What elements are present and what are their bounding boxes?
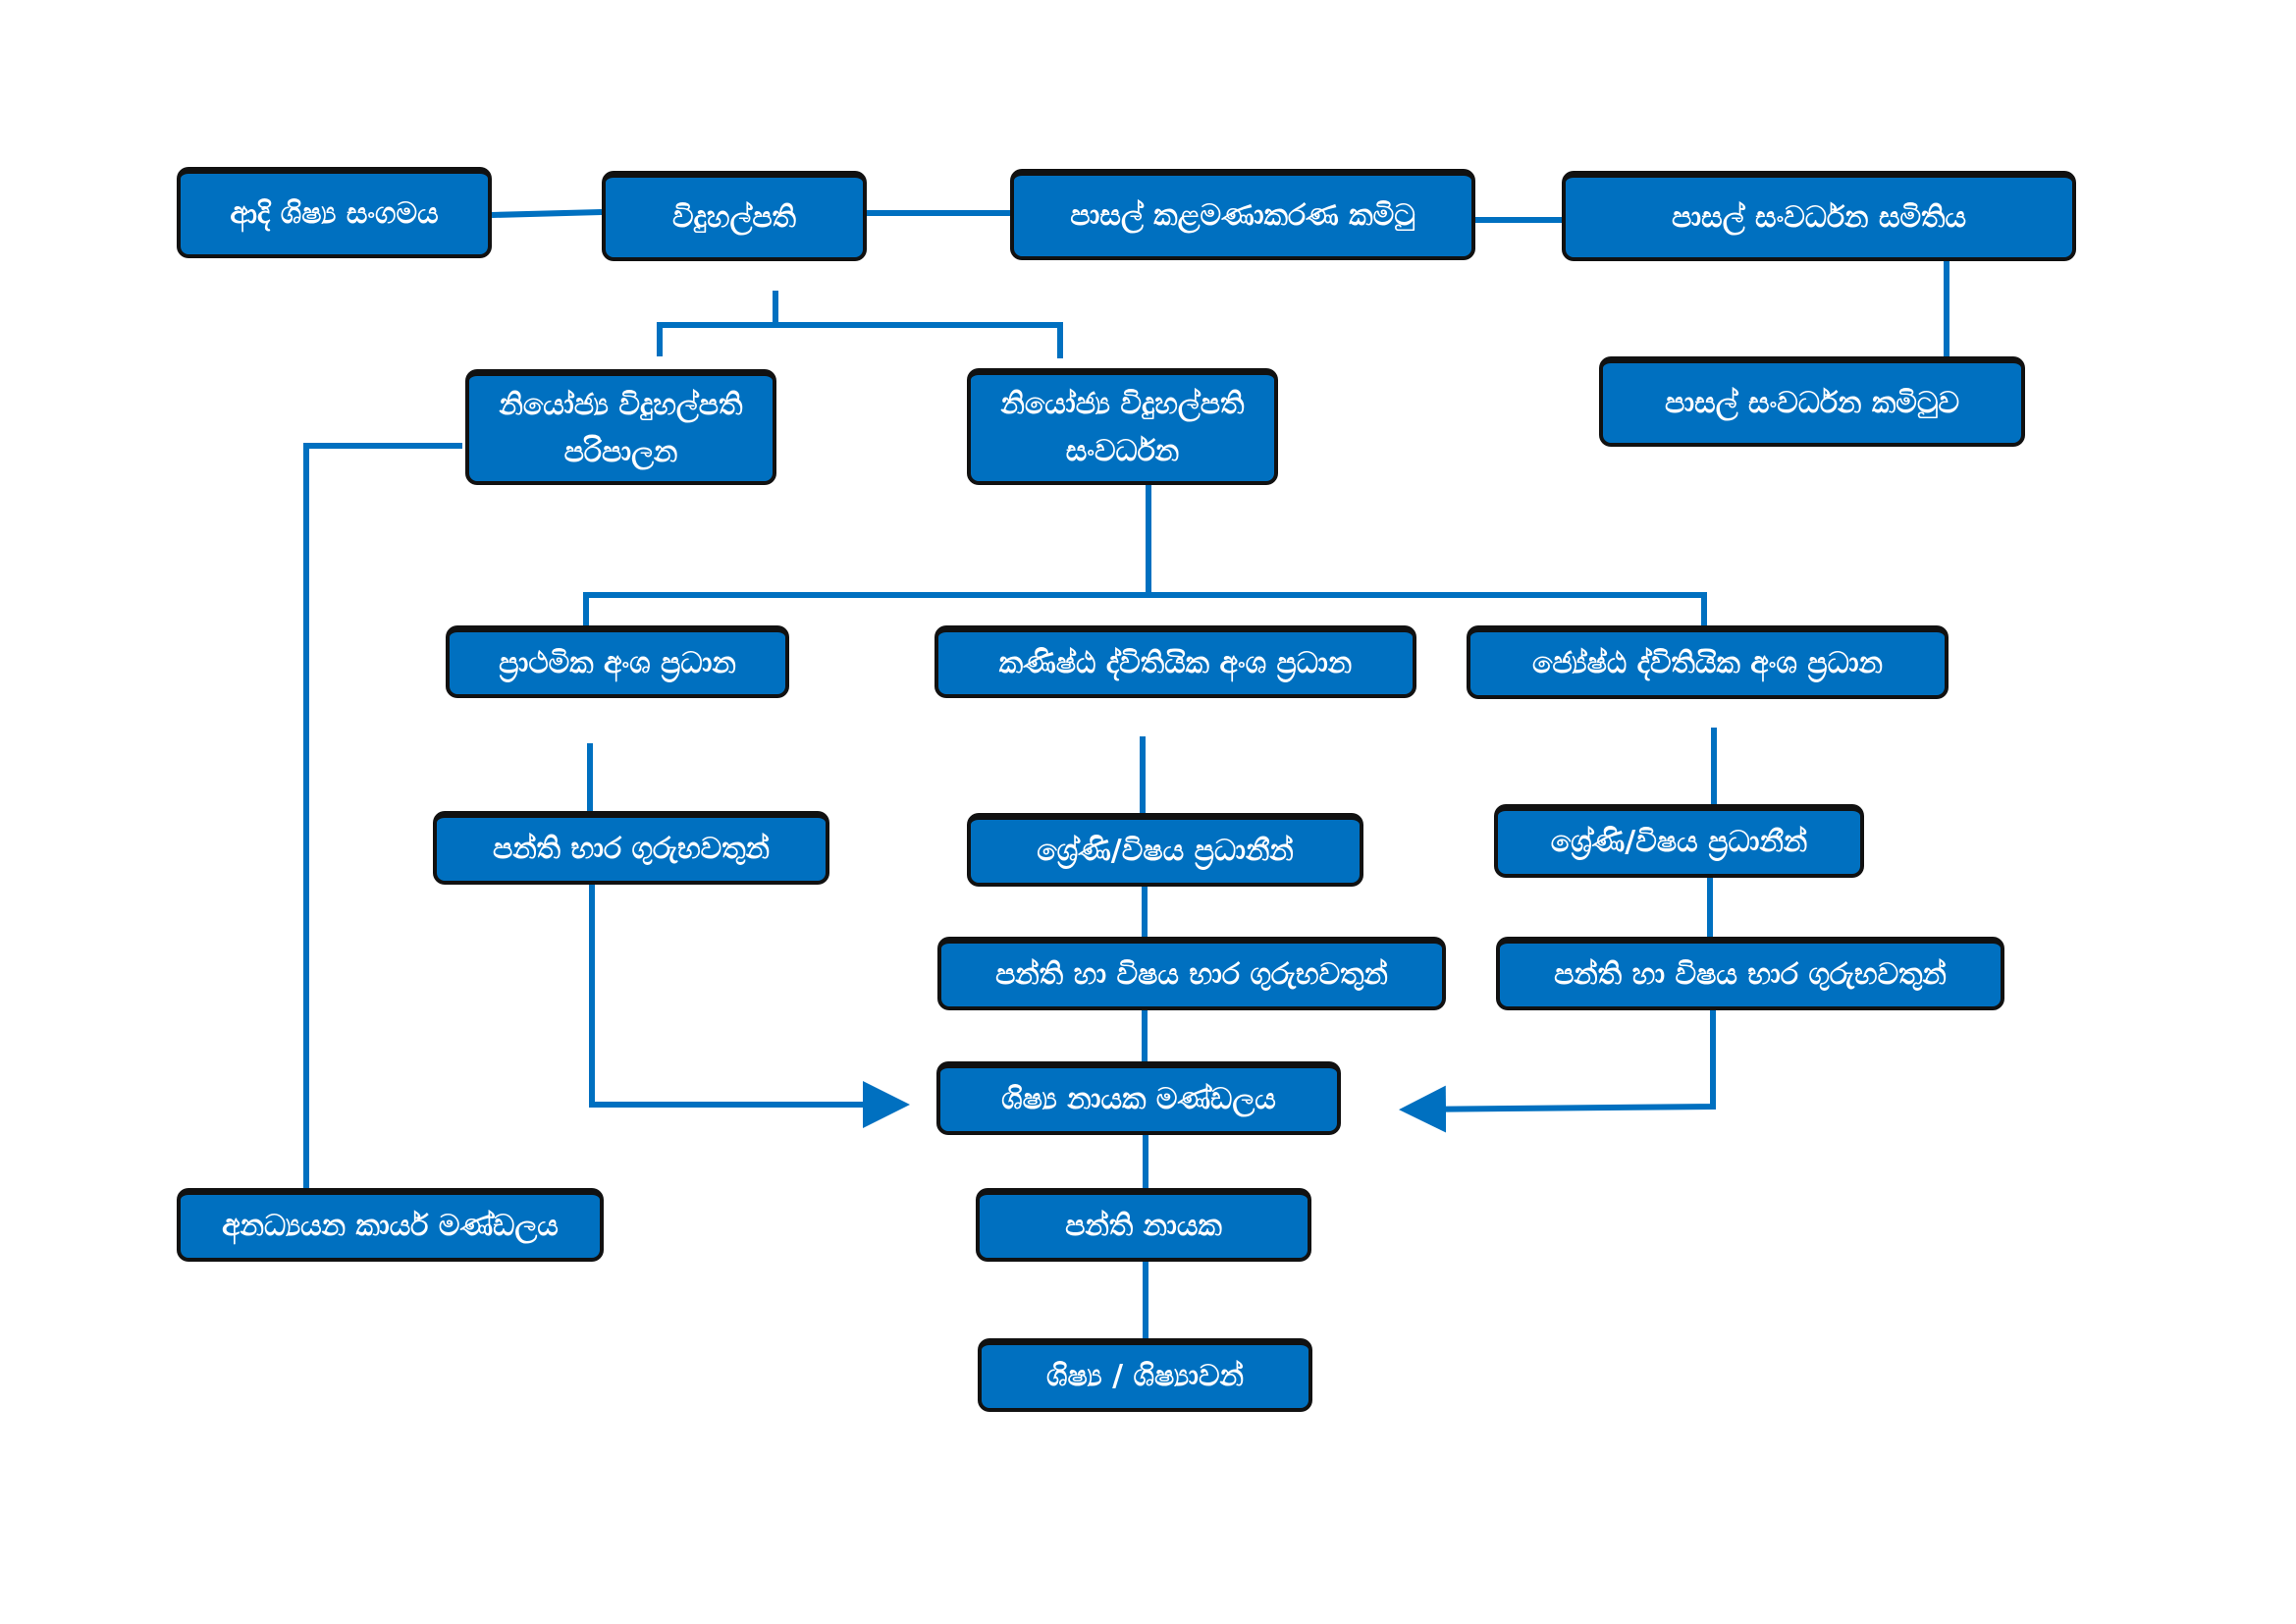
node-label: පරිපාලන [563,434,678,469]
node-label: පන්ති හා විෂය භාර ගුරුභවතුන් [1554,957,1947,992]
node-label: කණිෂ්ඨ ද්විතියික අංශ ප්‍රධාන [998,645,1353,680]
node-students: ශිෂ්‍ය / ශිෂ්‍යාවන් [978,1338,1312,1412]
arrow-connector [589,885,910,1128]
node-class-teachers: පන්ති භාර ගුරුභවතුන් [433,811,829,885]
node-class-subject-teachers-junior: පන්ති හා විෂය භාර ගුරුභවතුන් [937,937,1446,1010]
node-label: ශිෂ්‍ය නායක මණ්ඩලය [1001,1082,1276,1116]
connector [657,291,1063,358]
node-label: ශිෂ්‍ය / ශිෂ්‍යාවන් [1046,1359,1244,1393]
node-label: ආදි ශිෂ්‍ය සංගමය [230,196,439,231]
node-label: පාසල් සංවර්ධන කමිටුව [1664,385,1960,420]
connector [583,485,1707,625]
node-label: නියෝජ්‍ය විදුහල්පති [499,387,743,422]
node-label: ජ්‍යේෂ්ඨ ද්විතියික අංශ ප්‍රධාන [1531,646,1884,680]
node-label: ශ්‍රේණි/විෂය ප්‍රධානීන් [1550,825,1808,859]
node-senior-secondary-head: ජ්‍යේෂ්ඨ ද්විතියික අංශ ප්‍රධාන [1467,625,1949,699]
node-grade-subject-heads-junior: ශ්‍රේණි/විෂය ප්‍රධානීන් [967,813,1363,887]
node-school-development-committee: පාසල් සංවර්ධන කමිටුව [1599,356,2025,447]
node-label: පාසල් කළමණාකරණ කමිටු [1070,198,1415,233]
node-non-academic-staff: අනධ්‍යයන කාර්ය මණ්ඩලය [177,1188,604,1262]
node-label: පාසල් සංවර්ධන සමිතිය [1671,199,1967,235]
node-school-management-committee: පාසල් කළමණාකරණ කමිටු [1010,169,1475,260]
connector [491,209,603,218]
arrow-connector [1399,1010,1716,1133]
node-label: විදුහල්පති [671,199,797,235]
node-label: නියෝජ්‍ය විදුහල්පති [1000,387,1245,421]
node-past-pupils: ආදි ශිෂ්‍ය සංගමය [177,167,492,258]
node-label: පන්ති භාර ගුරුභවතුන් [493,832,770,866]
node-deputy-principal-admin: නියෝජ්‍ය විදුහල්පති පරිපාලන [465,369,776,485]
node-school-development-society: පාසල් සංවර්ධන සමිතිය [1562,171,2076,261]
node-label: සංවර්ධන [1065,434,1180,468]
node-label: පන්ති හා විෂය භාර ගුරුභවතුන් [995,957,1388,992]
node-class-subject-teachers-senior: පන්ති හා විෂය භාර ගුරුභවතුන් [1496,937,2004,1010]
node-label: ප්‍රාථමික අංශ ප්‍රධාන [499,645,736,680]
node-label: ශ්‍රේණි/විෂය ප්‍රධානීන් [1037,834,1294,868]
node-label: පන්ති නායක [1065,1209,1222,1243]
node-class-monitors: පන්ති නායක [976,1188,1311,1262]
node-prefects-board: ශිෂ්‍ය නායක මණ්ඩලය [936,1061,1341,1135]
node-label: අනධ්‍යයන කාර්ය මණ්ඩලය [222,1209,559,1243]
node-deputy-principal-development: නියෝජ්‍ය විදුහල්පති සංවර්ධන [967,368,1278,485]
node-primary-head: ප්‍රාථමික අංශ ප්‍රධාන [446,625,789,698]
node-principal: විදුහල්පති [602,171,867,261]
connector [303,443,462,1188]
node-grade-subject-heads-senior: ශ්‍රේණි/විෂය ප්‍රධානීන් [1494,804,1864,878]
node-junior-secondary-head: කණිෂ්ඨ ද්විතියික අංශ ප්‍රධාන [934,625,1416,698]
